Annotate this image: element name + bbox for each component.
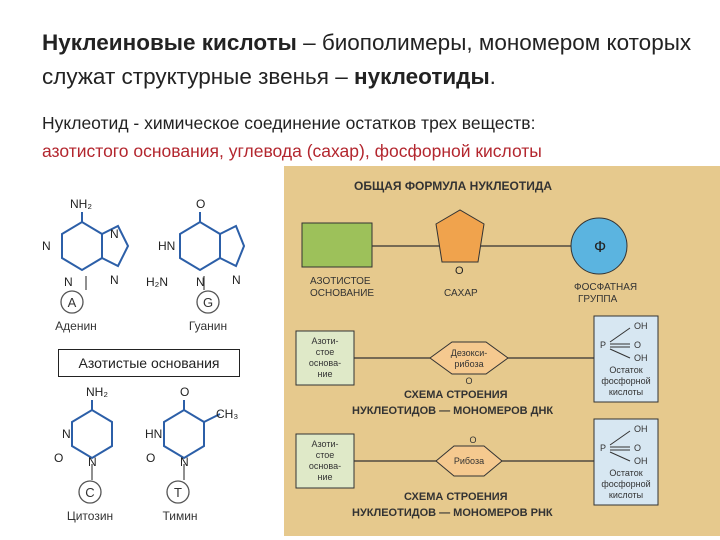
rna-base-line-1: Азоти-: [312, 439, 339, 449]
rna-sugar-line-1: Рибоза: [454, 456, 484, 466]
guanine-letter: G: [203, 295, 213, 310]
thymine-ch3: CH₃: [216, 407, 238, 421]
thymine-badge: [166, 480, 190, 504]
diagram-header: ОБЩАЯ ФОРМУЛА НУКЛЕОТИДА: [354, 179, 552, 193]
rna-phos-line-1: Остаток: [609, 468, 642, 478]
rna-phos-line-2: фосфорной: [601, 479, 650, 489]
slide-title: Нуклеиновые кислоты – биополимеры, моном…: [42, 26, 692, 94]
phosphate-symbol: Ф: [594, 239, 606, 256]
cytosine-o: O: [54, 451, 63, 465]
rna-phos-o: O: [634, 443, 641, 453]
phosphate-label-2: ГРУППА: [578, 294, 618, 305]
thymine-o-bottom: O: [146, 451, 155, 465]
dna-scheme-title-1: СХЕМА СТРОЕНИЯ: [404, 389, 508, 401]
subtitle-line-1: Нуклеотид - химическое соединение остатк…: [42, 113, 536, 133]
dna-sugar-line-2: рибоза: [454, 359, 483, 369]
thymine-name: Тимин: [162, 509, 197, 523]
title-definition: – биополимеры, мономером которых служат …: [42, 30, 692, 89]
thymine-o-top: O: [180, 385, 189, 399]
dna-phos-line-2: фосфорной: [601, 376, 650, 386]
general-phosphate-circle: [570, 217, 628, 275]
cytosine-badge: [78, 480, 102, 504]
dna-base-box: [295, 330, 355, 386]
adenine-ring: [61, 220, 103, 272]
rna-base-line-2: стое: [316, 450, 335, 460]
rna-phos-oh-bottom: OH: [634, 456, 648, 466]
title-term: Нуклеиновые кислоты: [42, 30, 297, 55]
subtitle-line-2: азотистого основания, углевода (сахар), …: [42, 141, 542, 161]
thymine-n1: N: [180, 455, 189, 469]
dna-base-line-1: Азоти-: [312, 336, 339, 346]
title-keyword: нуклеотиды: [353, 64, 490, 89]
cytosine-n3: N: [62, 427, 71, 441]
cytosine-n1: N: [88, 455, 97, 469]
guanine-hn: HN: [158, 239, 175, 253]
title-period: .: [489, 64, 496, 89]
thymine-ring: [163, 408, 205, 460]
dna-phos-p: P: [600, 340, 606, 350]
rna-sugar-o: O: [469, 435, 476, 445]
adenine-badge: [60, 290, 84, 314]
slide-subtitle: Нуклеотид - химическое соединение остатк…: [42, 109, 692, 165]
sugar-label: САХАР: [444, 288, 478, 299]
adenine-nh2: NH₂: [70, 197, 92, 211]
rna-base-line-3: основа-: [309, 461, 341, 471]
adenine-n9: N: [110, 273, 119, 287]
general-sugar-pentagon: [435, 209, 485, 263]
dna-base-line-3: основа-: [309, 358, 341, 368]
nitrogen-bases-caption: Азотистые основания: [58, 349, 240, 377]
nucleotide-formula-diagram: ОБЩАЯ ФОРМУЛА НУКЛЕОТИДА Ф O АЗОТИСТОЕ О…: [284, 166, 720, 536]
adenine-n1: N: [42, 239, 51, 253]
dna-sugar-o: O: [465, 376, 472, 386]
dna-base-line-2: стое: [316, 347, 335, 357]
guanine-h2n: H₂N: [146, 275, 168, 289]
dna-phos-o: O: [634, 340, 641, 350]
dna-phos-oh-top: OH: [634, 321, 648, 331]
guanine-n3: N: [196, 275, 205, 289]
guanine-ring: [179, 220, 221, 272]
guanine-badge: [196, 290, 220, 314]
dna-phos-line-3: кислоты: [609, 387, 643, 397]
guanine-n9: N: [232, 273, 241, 287]
base-label-1: АЗОТИСТОЕ: [310, 276, 371, 287]
cytosine-name: Цитозин: [67, 509, 113, 523]
rna-phos-formula: P OH O OH: [600, 424, 648, 466]
dna-base-line-4: ние: [317, 369, 332, 379]
dna-scheme-title-2: НУКЛЕОТИДОВ — МОНОМЕРОВ ДНК: [352, 405, 553, 417]
dna-sugar-line-1: Дезокси-: [451, 348, 488, 358]
rna-phos-line-3: кислоты: [609, 490, 643, 500]
cytosine-letter: C: [85, 485, 94, 500]
nitrogen-bases-figure: NH₂ N N N N O HN H₂N N N NH₂ N O N O HN …: [42, 197, 245, 523]
dna-phos-line-1: Остаток: [609, 365, 642, 375]
phosphate-label-1: ФОСФАТНАЯ: [574, 282, 637, 293]
rna-phos-oh-top: OH: [634, 424, 648, 434]
adenine-n7: N: [110, 227, 119, 241]
adenine-letter: A: [68, 295, 77, 310]
sugar-symbol: O: [455, 265, 464, 277]
cytosine-ring: [71, 408, 113, 460]
cytosine-nh2: NH₂: [86, 385, 108, 399]
adenine-n3: N: [64, 275, 73, 289]
dna-sugar-hexagon: [429, 341, 509, 375]
rna-sugar-hexagon: [435, 445, 503, 477]
dna-phos-formula: P OH O OH: [600, 321, 648, 363]
rna-base-line-4: ние: [317, 472, 332, 482]
dna-phos-oh-bottom: OH: [634, 353, 648, 363]
thymine-letter: T: [174, 485, 182, 500]
guanine-name: Гуанин: [189, 319, 227, 333]
rna-base-box: [295, 433, 355, 489]
thymine-hn: HN: [145, 427, 162, 441]
adenine-name: Аденин: [55, 319, 97, 333]
rna-phos-p: P: [600, 443, 606, 453]
guanine-o: O: [196, 197, 205, 211]
base-label-2: ОСНОВАНИЕ: [310, 288, 374, 299]
general-base-rect: [301, 222, 373, 268]
rna-scheme-title-1: СХЕМА СТРОЕНИЯ: [404, 491, 508, 503]
rna-scheme-title-2: НУКЛЕОТИДОВ — МОНОМЕРОВ РНК: [352, 507, 553, 519]
